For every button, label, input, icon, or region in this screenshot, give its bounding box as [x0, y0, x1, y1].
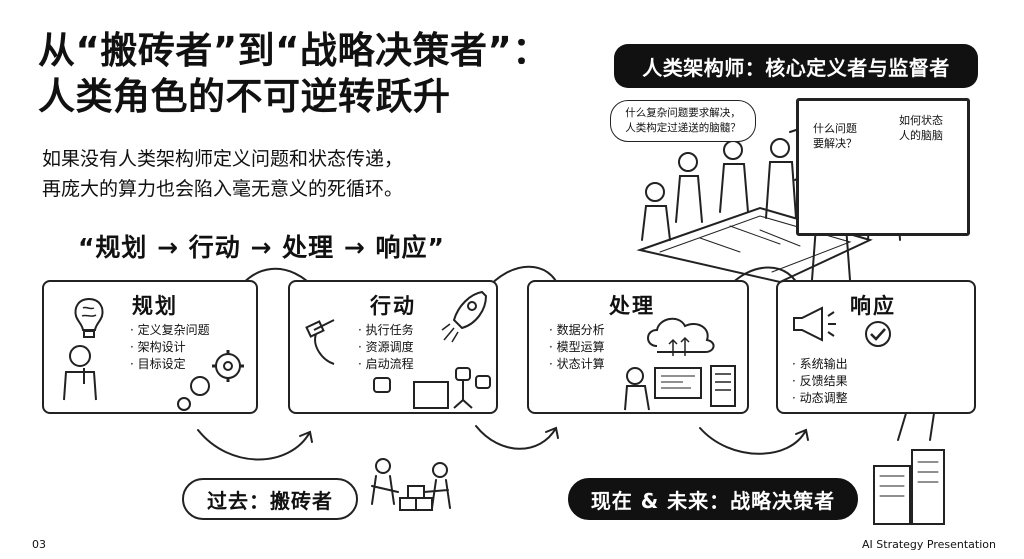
stage-item: 反馈结果 [792, 373, 848, 390]
stage-item: 系统输出 [792, 356, 848, 373]
stage-title-plan: 规划 [132, 290, 178, 320]
board-right-line-1: 如何状态 [899, 113, 943, 128]
board-right-text: 如何状态 人的脑脑 [899, 113, 943, 143]
stage-item: 资源调度 [358, 339, 414, 356]
stage-list-respond: 系统输出 反馈结果 动态调整 [792, 356, 848, 407]
board-right-line-2: 人的脑脑 [899, 128, 943, 143]
worker-head-2 [433, 463, 447, 477]
architect-badge: 人类架构师：核心定义者与监督者 [614, 44, 978, 88]
person-elder-head [724, 141, 742, 159]
title-line-2: 人类角色的不可逆转跃升 [38, 74, 598, 120]
stage-item: 执行任务 [358, 322, 414, 339]
person-woman-head [679, 153, 697, 171]
arc-future [700, 428, 806, 454]
stage-item: 状态计算 [549, 356, 605, 373]
flow-heading: “规划 → 行动 → 处理 → 响应” [78, 228, 445, 264]
stage-panel-act: 行动 执行任务 资源调度 启动流程 [288, 280, 498, 414]
megaphone-icon [788, 304, 838, 344]
stage-list-process: 数据分析 模型运算 状态计算 [549, 322, 605, 373]
server-1 [874, 466, 910, 524]
title-line-1: 从“搬砖者”到“战略决策者”： [38, 28, 598, 74]
cloud-upload-icon [641, 312, 721, 356]
future-role-label: 现在 & 未来：战略决策者 [568, 478, 858, 520]
stage-item: 模型运算 [549, 339, 605, 356]
board-left-text: 什么问题 要解决？ [813, 121, 857, 151]
page-number: 03 [32, 538, 46, 551]
person-tie-head [771, 139, 789, 157]
robots-icon [368, 364, 496, 412]
fist-hammer-icon [304, 316, 348, 368]
question-bubble: 什么复杂问题要求解决， 人类构定过递送的脑髓？ [610, 100, 756, 142]
page-subtitle: 如果没有人类架构师定义问题和状态传递， 再庞大的算力也会陷入毫无意义的死循环。 [42, 144, 562, 204]
thinking-person-icon [54, 342, 106, 404]
stage-item: 数据分析 [549, 322, 605, 339]
person-seated-head [646, 183, 664, 201]
stage-panel-process: 处理 数据分析 模型运算 状态计算 [527, 280, 749, 414]
bubble-line-2: 人类构定过递送的脑髓？ [621, 121, 745, 136]
bubble-line-1: 什么复杂问题要求解决， [621, 106, 745, 121]
footer-label: AI Strategy Presentation [862, 538, 996, 551]
past-role-label: 过去：搬砖者 [182, 478, 358, 520]
arc-past [198, 430, 310, 460]
worker-head-1 [376, 459, 390, 473]
whiteboard: 什么问题 要解决？ 如何状态 人的脑脑 [796, 98, 970, 236]
rocket-icon [440, 288, 490, 344]
subtitle-line-2: 再庞大的算力也会陷入毫无意义的死循环。 [42, 174, 562, 204]
lightbulb-brain-icon [70, 296, 108, 340]
arc-mid [476, 426, 556, 449]
brick-1 [400, 498, 416, 510]
stage-panel-respond: 响应 系统输出 反馈结果 动态调整 [776, 280, 976, 414]
gears-icon [172, 346, 252, 412]
server-2 [912, 450, 944, 524]
page-title: 从“搬砖者”到“战略决策者”： 人类角色的不可逆转跃升 [38, 28, 598, 120]
stage-title-act: 行动 [370, 290, 416, 320]
stage-item: 动态调整 [792, 390, 848, 407]
stage-item: 定义复杂问题 [130, 322, 210, 339]
stage-title-respond: 响应 [850, 290, 896, 320]
checkmark-icon [864, 320, 892, 348]
subtitle-line-1: 如果没有人类架构师定义问题和状态传递， [42, 144, 562, 174]
board-left-line-2: 要解决？ [813, 136, 857, 151]
board-left-line-1: 什么问题 [813, 121, 857, 136]
stage-panel-plan: 规划 定义复杂问题 架构设计 目标设定 [42, 280, 258, 414]
computer-workstation-icon [621, 362, 749, 412]
